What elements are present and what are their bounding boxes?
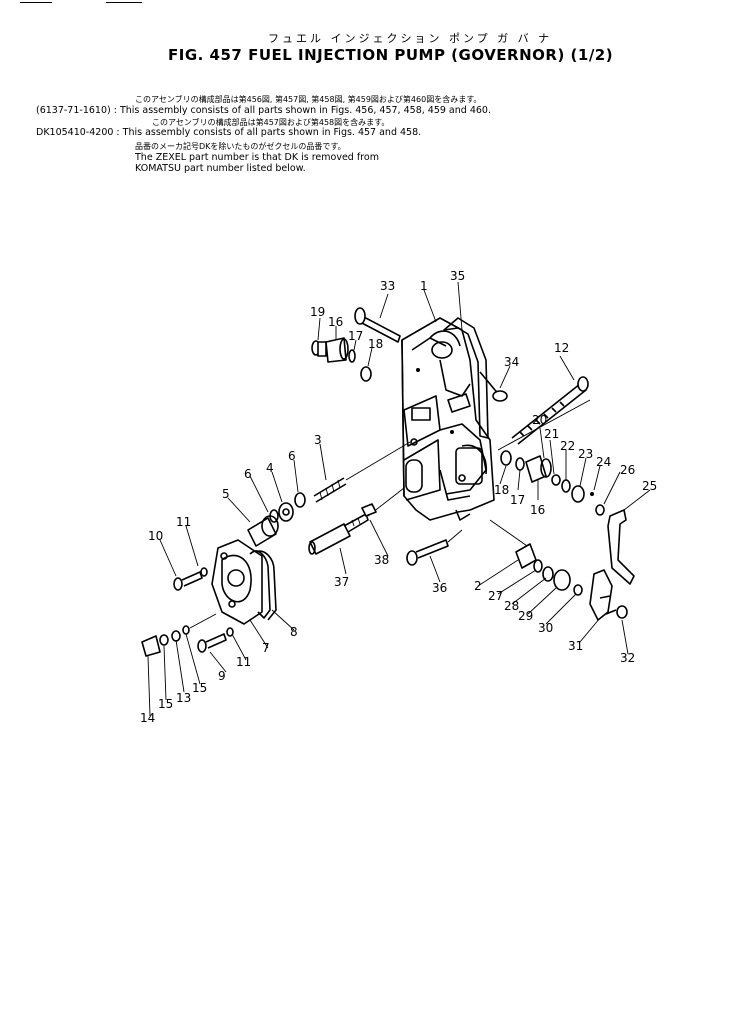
note-jp-2: このアセンブリの構成部品は第457図および第458図を含みます。	[152, 118, 390, 127]
callout-19: 19	[310, 305, 325, 319]
callout-8: 8	[290, 625, 298, 639]
callout-9: 9	[218, 669, 226, 683]
callout-36: 36	[432, 581, 447, 595]
callout-5: 5	[222, 487, 230, 501]
right-side-fittings	[497, 399, 594, 503]
bolt	[354, 307, 401, 343]
figure-title: FIG. 457 FUEL INJECTION PUMP (GOVERNOR) …	[168, 46, 614, 64]
callout-28: 28	[504, 599, 519, 613]
note-line-1: (6137-71-1610) : This assembly consists …	[36, 105, 491, 116]
callout-15a: 15	[158, 697, 173, 711]
callout-6a: 6	[244, 467, 252, 481]
callout-22: 22	[560, 439, 575, 453]
callout-17a: 17	[348, 329, 363, 343]
note-line-2: DK105410-4200 : This assembly consists o…	[36, 127, 422, 138]
callout-18a: 18	[368, 337, 383, 351]
callout-labels: 1 2 3 4 5 6 6 7 8 9 10 11 11 12 13 14 15…	[140, 269, 657, 725]
shaft	[308, 487, 405, 555]
scan-mark	[20, 2, 52, 3]
callout-14: 14	[140, 711, 155, 725]
callout-7: 7	[262, 641, 270, 655]
callout-16a: 16	[328, 315, 343, 329]
callout-30: 30	[538, 621, 553, 635]
plug-assembly	[311, 337, 372, 382]
callout-11b: 11	[236, 655, 251, 669]
callout-13: 13	[176, 691, 191, 705]
callout-38: 38	[374, 553, 389, 567]
callout-26: 26	[620, 463, 635, 477]
callout-34: 34	[504, 355, 519, 369]
callout-17b: 17	[510, 493, 525, 507]
callout-4: 4	[266, 461, 274, 475]
washers-and-plug	[247, 492, 306, 547]
cover-screws	[173, 567, 234, 653]
callout-2: 2	[474, 579, 482, 593]
lower-fittings	[489, 519, 583, 596]
callout-6b: 6	[288, 449, 296, 463]
callout-33: 33	[380, 279, 395, 293]
cover-assembly	[211, 539, 277, 625]
callout-31: 31	[568, 639, 583, 653]
callout-3: 3	[314, 433, 322, 447]
callout-18b: 18	[494, 483, 509, 497]
callout-27: 27	[488, 589, 503, 603]
callout-37: 37	[334, 575, 349, 589]
callout-15b: 15	[192, 681, 207, 695]
bolt-lower	[406, 529, 463, 566]
callout-20: 20	[532, 413, 547, 427]
callout-29: 29	[518, 609, 533, 623]
scan-mark	[106, 2, 142, 3]
spring	[313, 441, 411, 503]
callout-1: 1	[420, 279, 428, 293]
note-line-3: The ZEXEL part number is that DK is remo…	[135, 152, 379, 163]
callout-23: 23	[578, 447, 593, 461]
note-line-4: KOMATSU part number listed below.	[135, 163, 306, 174]
callout-32: 32	[620, 651, 635, 665]
callout-10: 10	[148, 529, 163, 543]
callout-25: 25	[642, 479, 657, 493]
knob	[479, 371, 508, 402]
callout-11a: 11	[176, 515, 191, 529]
callout-35: 35	[450, 269, 465, 283]
cap-nut-set	[141, 613, 217, 657]
callout-24: 24	[596, 455, 611, 469]
lever	[595, 504, 635, 585]
bracket	[589, 569, 628, 621]
note-jp-1: このアセンブリの構成部品は第456図, 第457図, 第458図, 第459図お…	[135, 95, 482, 104]
callout-12: 12	[554, 341, 569, 355]
leader-lines	[147, 281, 651, 717]
bolt-long	[511, 376, 589, 445]
nut	[361, 503, 377, 517]
title-japanese: フュエル インジェクション ポンプ ガ バ ナ	[268, 32, 553, 45]
gasket	[443, 317, 489, 439]
governor-housing	[401, 317, 495, 521]
callout-21: 21	[544, 427, 559, 441]
note-jp-3: 品番のメーカ記号DKを除いたものがゼクセルの品番です。	[135, 142, 346, 151]
callout-16b: 16	[530, 503, 545, 517]
